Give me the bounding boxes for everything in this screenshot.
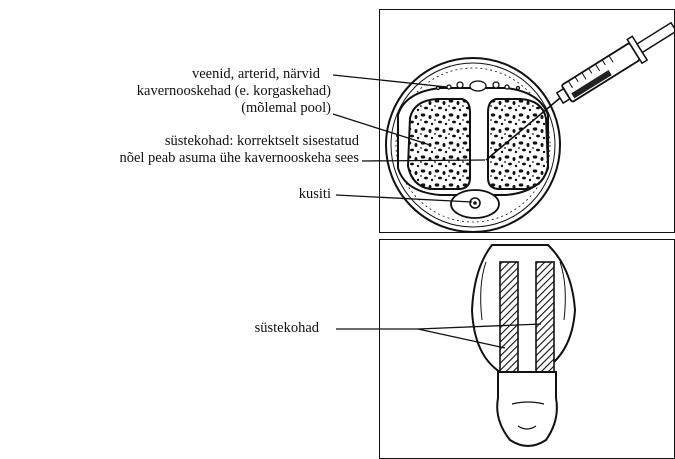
corpus-cavernosum-left — [408, 99, 470, 189]
side-view-drawing — [472, 245, 575, 446]
corpus-cavernosum-right — [488, 99, 548, 189]
cross-section-drawing — [386, 58, 560, 232]
